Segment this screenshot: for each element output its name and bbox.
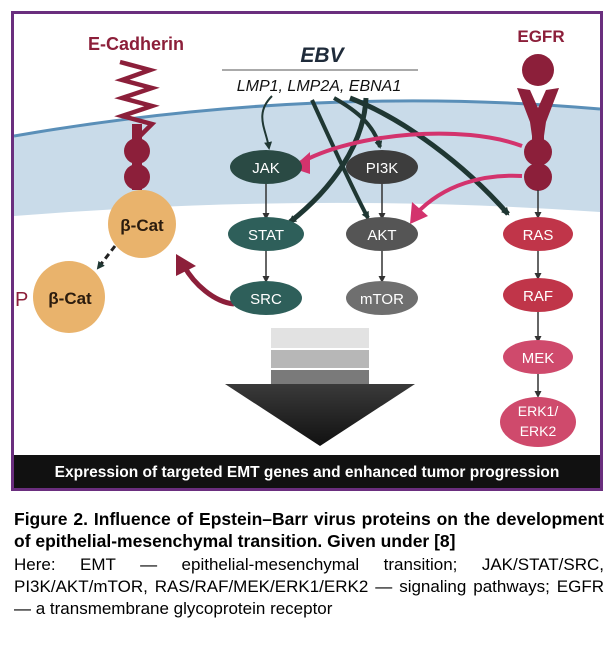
jak-label: JAK [252,160,280,177]
caption-title: Figure 2. Influence of Epstein–Barr viru… [14,509,604,551]
ecadherin-label: E-Cadherin [88,34,184,54]
egfr-domain-upper [524,138,552,166]
mtor-label: mTOR [360,291,404,308]
src-to-beta-cat-arrow [181,264,235,307]
erk-node [500,397,576,447]
ecadherin-domain-lower [124,164,150,190]
erk-label-line2: ERK2 [520,423,557,439]
membrane-outline [14,99,600,138]
mek-node [503,340,573,374]
pi3k-node [346,150,418,184]
egfr-to-jak-arrow [297,131,523,166]
egfr-to-akt-arrowhead [410,202,428,224]
beta-cat-phospho-label: β-Cat [48,289,92,308]
figure-frame: E-Cadherin β-Cat β-Cat P EBV LMP1, LMP2A… [11,11,603,491]
src-label: SRC [250,291,282,308]
big-arrow-shaft-band-3 [271,370,369,384]
ebv-proteins-label: LMP1, LMP2A, EBNA1 [237,78,402,95]
caption-body: Here: EMT — epithelial-mesenchymal trans… [14,555,604,618]
jak-node [230,150,302,184]
egfr-label: EGFR [517,27,564,46]
beta-cat-dashed-arrow [96,245,117,270]
egfr-receptor-icon [517,88,559,136]
ebv-to-jak-arrow [261,95,273,150]
figure-caption: Figure 2. Influence of Epstein–Barr viru… [14,508,604,620]
mek-label: MEK [522,350,555,367]
beta-cat-membrane-node [108,190,176,258]
stat-label: STAT [248,227,284,244]
pi3k-label: PI3K [366,160,399,177]
emt-signaling-diagram: E-Cadherin β-Cat β-Cat P EBV LMP1, LMP2A… [14,27,600,488]
big-arrow-shaft-band-2 [271,350,369,368]
akt-label: AKT [367,227,396,244]
mtor-node [346,281,418,315]
ecadherin-domain-upper [124,138,150,164]
egfr-domain-lower [524,163,552,191]
big-down-arrow-icon [225,384,415,446]
phospho-mark: P [15,289,28,311]
big-arrow-shaft-band-1 [271,328,369,348]
beta-cat-membrane-label: β-Cat [120,216,164,235]
outcome-banner-text: Expression of targeted EMT genes and enh… [55,464,560,481]
ebv-to-ras-arrow [349,95,510,216]
stat-node [228,217,304,251]
src-to-beta-cat-arrowhead [176,254,196,276]
ras-label: RAS [523,227,554,244]
src-node [230,281,302,315]
ras-node [503,217,573,251]
outcome-banner [14,455,600,488]
ebv-label: EBV [300,44,345,67]
ecadherin-zigzag-icon [114,59,160,140]
raf-node [503,278,573,312]
akt-node [346,217,418,251]
ebv-to-akt-arrow [310,99,370,220]
raf-label: RAF [523,288,553,305]
egfr-ligand-icon [522,54,554,86]
erk-label-line1: ERK1/ [518,403,559,419]
beta-cat-phospho-node [33,261,105,333]
egfr-to-akt-arrow [414,173,523,216]
